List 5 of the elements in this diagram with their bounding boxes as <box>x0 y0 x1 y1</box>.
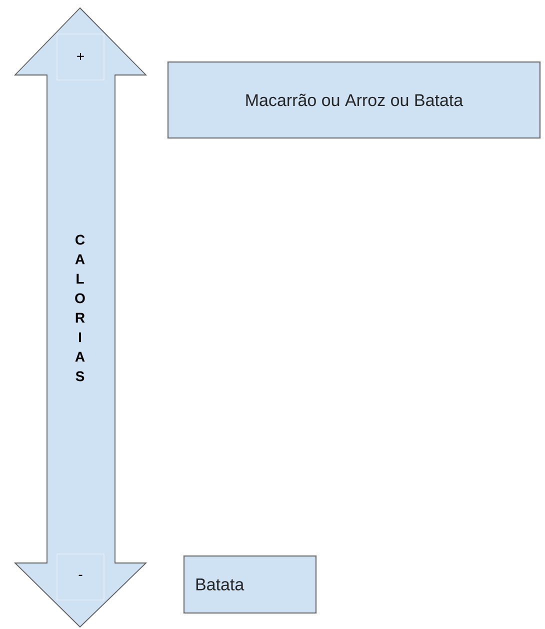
sign-box: - <box>56 554 104 600</box>
sign-box: + <box>56 34 104 80</box>
text-box: Batata <box>184 556 316 614</box>
vertical-label: CALORIAS <box>75 234 85 382</box>
text-box: Macarrão ou Arroz ou Batata <box>168 62 540 138</box>
